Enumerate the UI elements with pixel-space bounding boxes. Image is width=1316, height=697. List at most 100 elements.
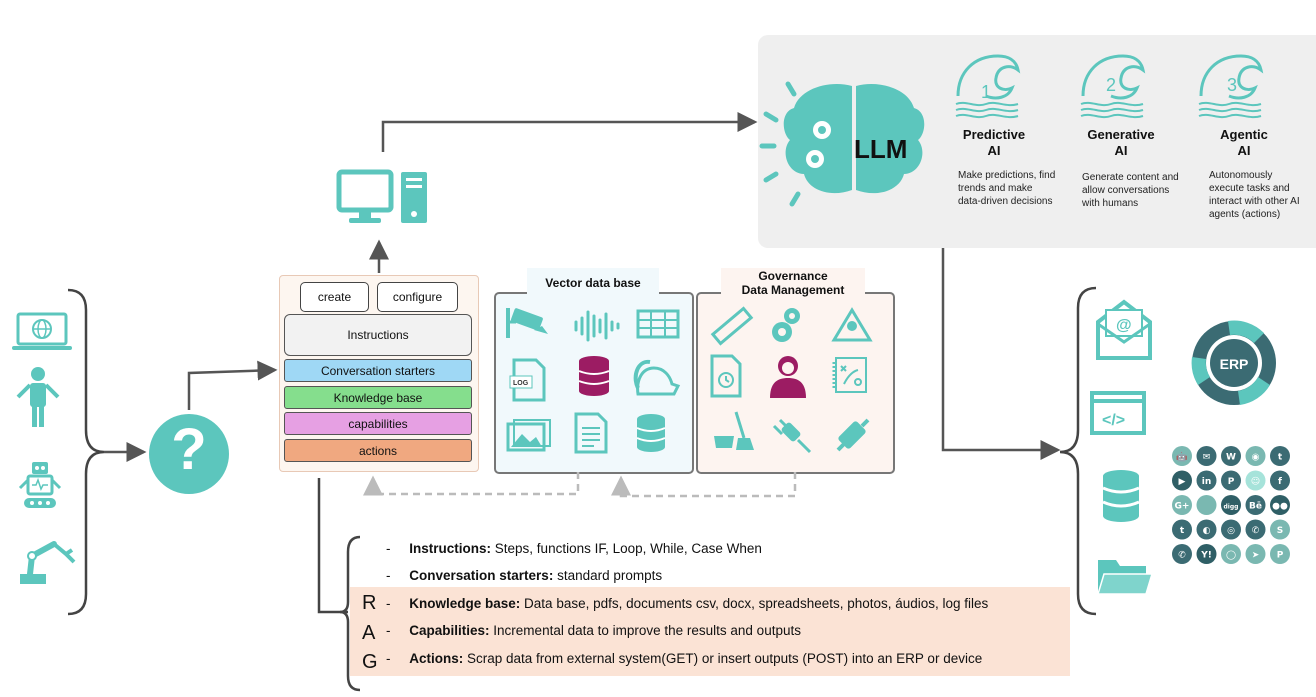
svg-text:digg: digg (1224, 504, 1239, 511)
knowledge-base-bar[interactable]: Knowledge base (284, 386, 472, 409)
notes-bracket (339, 535, 361, 692)
robot-icon (18, 462, 62, 508)
note-instructions: - Instructions: Steps, functions IF, Loo… (386, 541, 762, 556)
behance-icon: Bē (1245, 495, 1266, 515)
note-knowledge-base: - Knowledge base: Data base, pdfs, docum… (386, 596, 989, 611)
note-actions: - Actions: Scrap data from external syst… (386, 651, 983, 666)
note-capabilities: - Capabilities: Incremental data to impr… (386, 623, 801, 638)
svg-text:✉: ✉ (1203, 453, 1211, 463)
facebook-icon: f (1270, 470, 1290, 491)
erp-label: ERP (1220, 356, 1249, 372)
code-window-icon: </> (1090, 391, 1146, 435)
wave-icon-agentic (1198, 54, 1264, 119)
svg-text:@: @ (1116, 317, 1132, 334)
configure-button[interactable]: configure (377, 282, 458, 312)
telegram-icon: ➤ (1245, 544, 1266, 564)
database-icon (1102, 470, 1140, 522)
vector-db-label: Vector data base (527, 268, 659, 298)
timer-document-icon (710, 354, 742, 398)
log-file-icon: LOG (509, 358, 546, 402)
messenger-icon: ✉ (1196, 446, 1217, 466)
instructions-field[interactable]: Instructions (284, 314, 472, 356)
rss-icon: ◉ (1245, 446, 1266, 466)
cctv-camera-icon (506, 308, 548, 338)
viber-icon: ✆ (1245, 519, 1266, 540)
note-conversation-starters: - Conversation starters: standard prompt… (386, 568, 663, 583)
ai-number-2: 2 (1105, 75, 1116, 95)
agentic-ai-description: Autonomously execute tasks and interact … (1209, 170, 1300, 220)
image-gallery-icon (506, 419, 551, 452)
rag-letter-g: G (362, 651, 378, 673)
svg-text:P: P (1228, 477, 1235, 487)
svg-text:▶: ▶ (1179, 477, 1186, 487)
plug-icon (772, 418, 812, 454)
youtube-icon: ▶ (1172, 470, 1192, 491)
outputs-bracket (1059, 286, 1097, 616)
svg-text:t: t (1180, 526, 1185, 536)
log-label: LOG (513, 380, 529, 387)
wordpress-icon: W (1221, 446, 1241, 466)
ai-number-1: 1 (980, 82, 991, 102)
capabilities-bar[interactable]: capabilities (284, 412, 472, 435)
folder-icon (1096, 560, 1154, 595)
gears-icon (772, 308, 800, 342)
generative-ai-description: Generate content and allow conversations… (1082, 172, 1179, 209)
person-icon (16, 367, 60, 427)
brain-icon (759, 81, 925, 207)
svg-text:◎: ◎ (1227, 526, 1235, 536)
reddit-icon: ◐ (1196, 519, 1217, 540)
create-button[interactable]: create (300, 282, 369, 312)
svg-text:◯: ◯ (1226, 551, 1236, 561)
google-plus-icon: G+ (1172, 495, 1192, 515)
svg-text:f: f (1278, 477, 1282, 487)
computer-to-llm-arrow (381, 112, 758, 152)
android-icon: 🤖 (1172, 446, 1192, 466)
rag-letter-r: R (362, 592, 377, 614)
svg-text:</>: </> (1102, 412, 1125, 429)
yahoo-icon: Y! (1196, 544, 1217, 564)
llm-label: LLM (854, 134, 908, 164)
skype-icon: S (1270, 519, 1290, 540)
gpt-to-notes-connector (317, 478, 348, 614)
apple-icon (1196, 495, 1217, 515)
connector-icon (836, 418, 870, 452)
instagram-icon: ◎ (1221, 519, 1241, 540)
strategy-board-icon (832, 357, 867, 393)
wave-icon-predictive (955, 54, 1021, 119)
skunk-icon (633, 359, 681, 396)
svg-text:🤖: 🤖 (1176, 451, 1187, 463)
actions-bar[interactable]: actions (284, 439, 472, 462)
hazard-sign-icon (831, 307, 873, 342)
cleaning-tools-icon (714, 411, 754, 450)
rag-letter-a: A (362, 622, 376, 644)
svg-text:➤: ➤ (1252, 551, 1260, 561)
svg-text:✆: ✆ (1252, 526, 1260, 536)
predictive-ai-description: Make predictions, find trends and make d… (958, 170, 1056, 207)
paypal-icon: P (1270, 544, 1290, 564)
database-icon (578, 356, 610, 396)
twitter-icon: t (1270, 446, 1290, 466)
users-bracket (67, 288, 105, 616)
conversation-starters-bar[interactable]: Conversation starters (284, 359, 472, 382)
audio-waveform-icon (574, 310, 620, 342)
ai-number-3: 3 (1226, 75, 1237, 95)
line-icon: ◯ (1221, 544, 1241, 564)
robotic-arm-icon (20, 541, 76, 584)
erp-cycle-icon: ERP (1191, 320, 1276, 405)
svg-text:t: t (1278, 453, 1283, 463)
digg-icon: digg (1221, 495, 1241, 515)
question-to-gpt-arrow (187, 360, 278, 410)
question-mark: ? (171, 417, 207, 482)
svg-text:in: in (1202, 477, 1212, 487)
svg-text:◐: ◐ (1203, 526, 1211, 536)
svg-text:●●: ●● (1272, 502, 1288, 512)
svg-text:Y!: Y! (1200, 551, 1212, 561)
llm-to-outputs-arrow (941, 248, 1061, 460)
computer-icon (336, 169, 427, 223)
governance-label: Governance Data Management (721, 268, 865, 298)
